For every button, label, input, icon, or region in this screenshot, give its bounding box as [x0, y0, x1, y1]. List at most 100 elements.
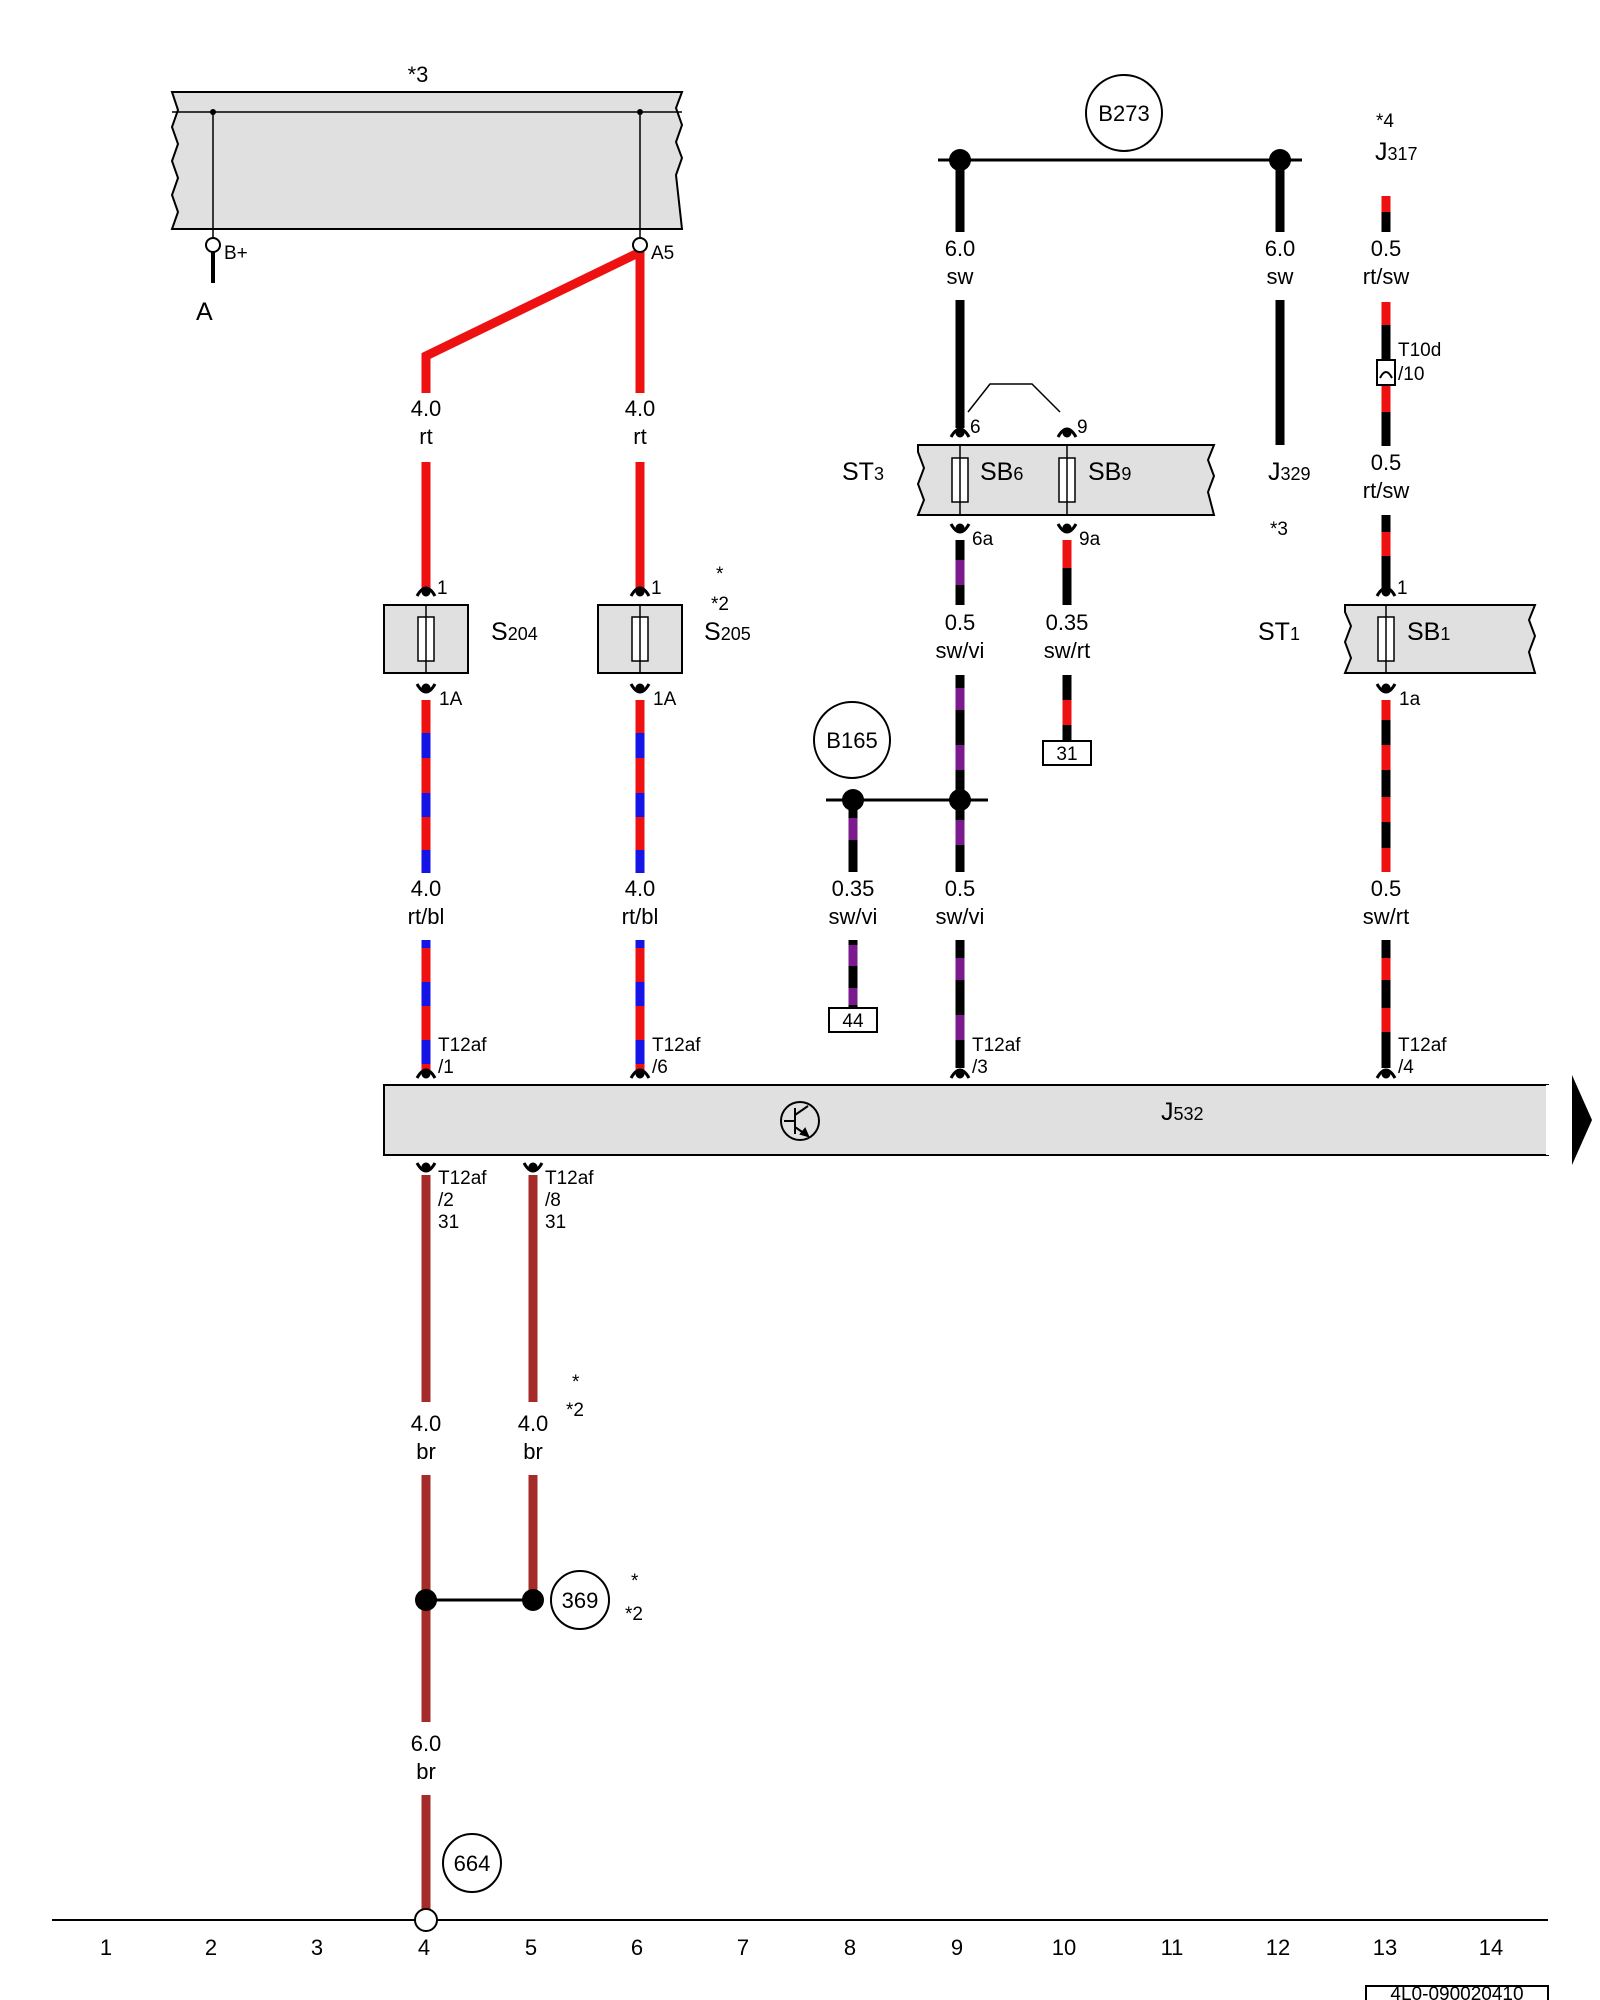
- t10d-label: T10d: [1398, 340, 1441, 361]
- wire-size: 0.5: [1371, 236, 1402, 261]
- pin-bplus: [205, 237, 221, 253]
- ref-31-label: 31: [1056, 744, 1077, 765]
- wire-sw-black: [955, 160, 1285, 445]
- ref-box-31: [1042, 740, 1092, 766]
- circle-b165: [813, 701, 891, 779]
- column-number: 10: [1052, 1935, 1076, 1960]
- fuse-block-st3: [916, 444, 1216, 516]
- j532-bottom-connectors: [415, 1162, 544, 1173]
- connector-pin: /4: [1398, 1057, 1414, 1078]
- pin-label: 6: [970, 417, 981, 438]
- wire-size: 4.0: [411, 396, 442, 421]
- pin-label: 1: [651, 578, 662, 599]
- circle-b273-label: B273: [1098, 101, 1149, 126]
- ref-44-label: 44: [842, 1011, 864, 1032]
- connector-label: T12af: [1398, 1035, 1447, 1056]
- sb6-label: SB6: [980, 458, 1023, 486]
- ref-box-44: [828, 1007, 878, 1033]
- fuse-s205: [597, 604, 683, 674]
- label-a: A: [196, 298, 213, 326]
- wire-color: sw/vi: [829, 904, 878, 929]
- s205-note: *2: [711, 594, 729, 615]
- pin-label: 9a: [1079, 529, 1101, 550]
- connector-label: T12af: [438, 1035, 487, 1056]
- wire-color: rt: [633, 424, 646, 449]
- connector-pin: /1: [438, 1057, 454, 1078]
- wire-size: 6.0: [411, 1731, 442, 1756]
- module-j532: [383, 1084, 1550, 1156]
- footer-code-box: [1365, 1985, 1549, 2000]
- wire-a5-red: [421, 247, 645, 590]
- connector-pin: /3: [972, 1057, 988, 1078]
- column-number: 9: [951, 1935, 963, 1960]
- wire-color: sw/vi: [936, 638, 985, 663]
- pin-label: 6a: [972, 529, 994, 550]
- s204-label: S204: [491, 618, 538, 646]
- fuse-block-st1: [1343, 604, 1537, 674]
- c369-note: *2: [625, 1604, 643, 1625]
- column-number: 14: [1479, 1935, 1503, 1960]
- column-number: 2: [205, 1935, 217, 1960]
- circle-b273: [1085, 74, 1163, 152]
- wire-size: 0.5: [945, 876, 976, 901]
- circle-369-label: 369: [562, 1588, 599, 1613]
- wire-color: rt: [419, 424, 432, 449]
- j329-label: J329: [1268, 458, 1311, 486]
- connector-label: T12af: [652, 1035, 701, 1056]
- circle-664-label: 664: [454, 1851, 491, 1876]
- wire-size: 0.35: [1046, 610, 1089, 635]
- wire-size: 0.5: [1371, 876, 1402, 901]
- wire-color: br: [416, 1759, 436, 1784]
- splice-dot: [415, 1589, 437, 1611]
- j317-label: J317: [1375, 138, 1418, 166]
- column-numbers: 1 2 3 4 5 6 7 8 9 10 11 12 13 14: [100, 1935, 1503, 1960]
- connector-t10d: [1376, 359, 1396, 386]
- ground-note: *2: [566, 1400, 584, 1421]
- column-number: 11: [1161, 1935, 1184, 1960]
- wire-size: 0.5: [945, 610, 976, 635]
- wire-color: sw/rt: [1363, 904, 1409, 929]
- splice-dot: [949, 789, 971, 811]
- transistor-icon: [780, 1101, 820, 1141]
- connector-label: T12af: [972, 1035, 1021, 1056]
- st3-label: ST3: [842, 458, 884, 486]
- pin-a5-label: A5: [651, 243, 674, 264]
- bridge-6-9: [967, 383, 1061, 413]
- footer-code: 4L0-090020410: [1390, 1984, 1523, 2000]
- wire-color: sw: [947, 264, 974, 289]
- wire-br: [421, 1175, 538, 1912]
- connector-ground: 31: [545, 1212, 566, 1233]
- column-number: 12: [1266, 1935, 1290, 1960]
- connector-pin: /8: [545, 1190, 561, 1211]
- connector-ground: 31: [438, 1212, 459, 1233]
- ground-point: [414, 1908, 438, 1932]
- column-number: 1: [100, 1935, 112, 1960]
- st1-label: ST1: [1258, 618, 1300, 646]
- column-number: 6: [631, 1935, 643, 1960]
- wire-color: sw: [1267, 264, 1294, 289]
- top-component: [170, 91, 684, 238]
- wire-color: sw/vi: [936, 904, 985, 929]
- wire-color: sw/rt: [1044, 638, 1090, 663]
- wire-size: 4.0: [625, 876, 656, 901]
- t10d-pin: /10: [1398, 364, 1424, 385]
- column-number: 8: [844, 1935, 856, 1960]
- connector-pin: /6: [652, 1057, 668, 1078]
- column-number: 7: [737, 1935, 749, 1960]
- wire-color: br: [523, 1439, 543, 1464]
- s205-note-star: *: [716, 564, 724, 585]
- circle-664: [442, 1833, 502, 1893]
- pin-label: 1A: [653, 689, 677, 710]
- connector-label: T12af: [438, 1168, 487, 1189]
- j532-label: J532: [1161, 1098, 1204, 1126]
- fuse-s204: [383, 604, 469, 674]
- wire-size: 6.0: [1265, 236, 1296, 261]
- j329-note: *3: [1270, 519, 1288, 540]
- pin-bplus-label: B+: [224, 243, 248, 264]
- circle-b165-label: B165: [826, 728, 877, 753]
- column-number: 5: [525, 1935, 537, 1960]
- sb1-label: SB1: [1407, 618, 1450, 646]
- pin-label: 1A: [439, 689, 463, 710]
- continue-arrow-icon: [1572, 1075, 1592, 1165]
